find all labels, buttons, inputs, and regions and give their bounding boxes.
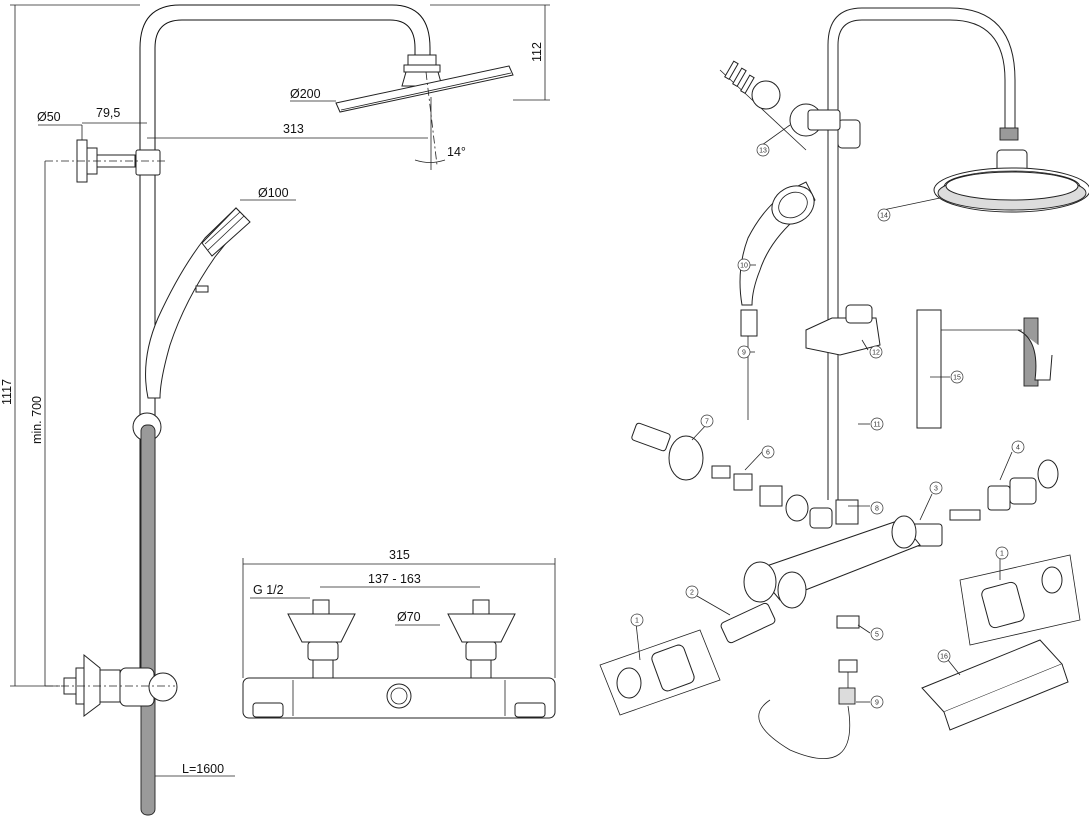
exploded-head-shower	[933, 149, 1089, 213]
mixer-front-drawing: 315 G 1/2 137 - 163 Ø70	[242, 548, 556, 719]
svg-text:16: 16	[940, 654, 948, 661]
callout-9-lower: 9	[870, 695, 884, 709]
svg-text:11: 11	[873, 422, 880, 429]
dim-centres: 137 - 163	[368, 572, 421, 586]
svg-text:13: 13	[759, 148, 767, 155]
svg-text:10: 10	[740, 263, 748, 270]
dim-total-height: 1117	[0, 379, 14, 405]
callout-12: 12	[869, 345, 883, 359]
svg-text:15: 15	[953, 375, 961, 382]
exploded-left-handle	[599, 629, 721, 716]
callout-4: 4	[1011, 440, 1025, 454]
svg-text:1: 1	[635, 618, 639, 625]
svg-text:9: 9	[742, 350, 746, 357]
left-inlet-connector	[287, 599, 356, 679]
exploded-view: 13 14 10 9 12 15	[599, 7, 1089, 759]
callout-1-left: 1	[630, 613, 644, 627]
callout-7: 7	[700, 414, 714, 428]
dim-hose-length: L=1600	[182, 762, 224, 776]
exploded-extension-rod	[916, 309, 1053, 429]
exploded-slider	[805, 304, 881, 356]
exploded-right-cartridge	[911, 459, 1059, 547]
wall-plugs	[724, 60, 755, 94]
callout-14: 14	[877, 208, 891, 222]
svg-text:5: 5	[875, 632, 879, 639]
callout-leaders	[635, 124, 1013, 703]
svg-text:9: 9	[875, 700, 879, 707]
mixer-body	[242, 677, 556, 719]
dim-wall-disc: Ø50	[37, 110, 61, 124]
exploded-wall-bracket	[719, 60, 841, 151]
callout-6: 6	[761, 445, 775, 459]
exploded-riser	[827, 7, 1019, 525]
svg-text:12: 12	[872, 350, 880, 357]
dim-wall-offset: 79,5	[96, 106, 120, 120]
dim-mixer-width: 315	[389, 548, 410, 562]
dimensioned-shower-drawing: 1117 min. 700 112 Ø50 79,5 313 Ø200 14° …	[0, 4, 550, 816]
svg-text:4: 4	[1016, 445, 1020, 452]
svg-text:14: 14	[880, 213, 888, 220]
callout-8: 8	[870, 501, 884, 515]
callout-10: 10	[737, 258, 751, 272]
dim-min-height: min. 700	[30, 396, 44, 444]
svg-text:8: 8	[875, 506, 879, 513]
exploded-shelf	[921, 639, 1069, 731]
svg-text:6: 6	[766, 450, 770, 457]
callout-15: 15	[950, 370, 964, 384]
callout-16: 16	[937, 649, 951, 663]
callout-5: 5	[870, 627, 884, 641]
svg-text:3: 3	[934, 486, 938, 493]
exploded-hose	[758, 699, 851, 759]
callout-3: 3	[929, 481, 943, 495]
right-inlet-connector	[447, 599, 516, 679]
dimension-lines	[10, 4, 550, 777]
exploded-left-connectors	[631, 422, 833, 529]
svg-text:7: 7	[705, 419, 709, 426]
callout-9-upper: 9	[737, 345, 751, 359]
callout-13: 13	[756, 143, 770, 157]
callout-1-right: 1	[995, 546, 1009, 560]
svg-text:1: 1	[1000, 551, 1004, 558]
exploded-hand-shower	[739, 181, 816, 420]
dim-head-diameter: Ø200	[290, 87, 321, 101]
dim-arm-reach: 313	[283, 122, 304, 136]
mixer-side-view	[45, 653, 178, 717]
callout-2: 2	[685, 585, 699, 599]
head-shower	[335, 65, 514, 170]
dim-escutcheon: Ø70	[397, 610, 421, 624]
exploded-thermo-cartridge	[720, 602, 776, 644]
dim-tilt-angle: 14°	[447, 145, 466, 159]
hand-shower	[132, 207, 251, 816]
part-callouts: 13 14 10 9 12 15	[630, 143, 1025, 709]
dim-hand-shower-diameter: Ø100	[258, 186, 289, 200]
exploded-filter	[836, 615, 860, 705]
wall-bracket-top	[45, 139, 165, 183]
callout-11: 11	[870, 417, 884, 431]
exploded-right-handle	[959, 554, 1081, 646]
dim-thread: G 1/2	[253, 583, 284, 597]
svg-text:2: 2	[690, 590, 694, 597]
dim-head-arm-height: 112	[530, 42, 544, 62]
exploded-mixer-body	[743, 515, 921, 609]
